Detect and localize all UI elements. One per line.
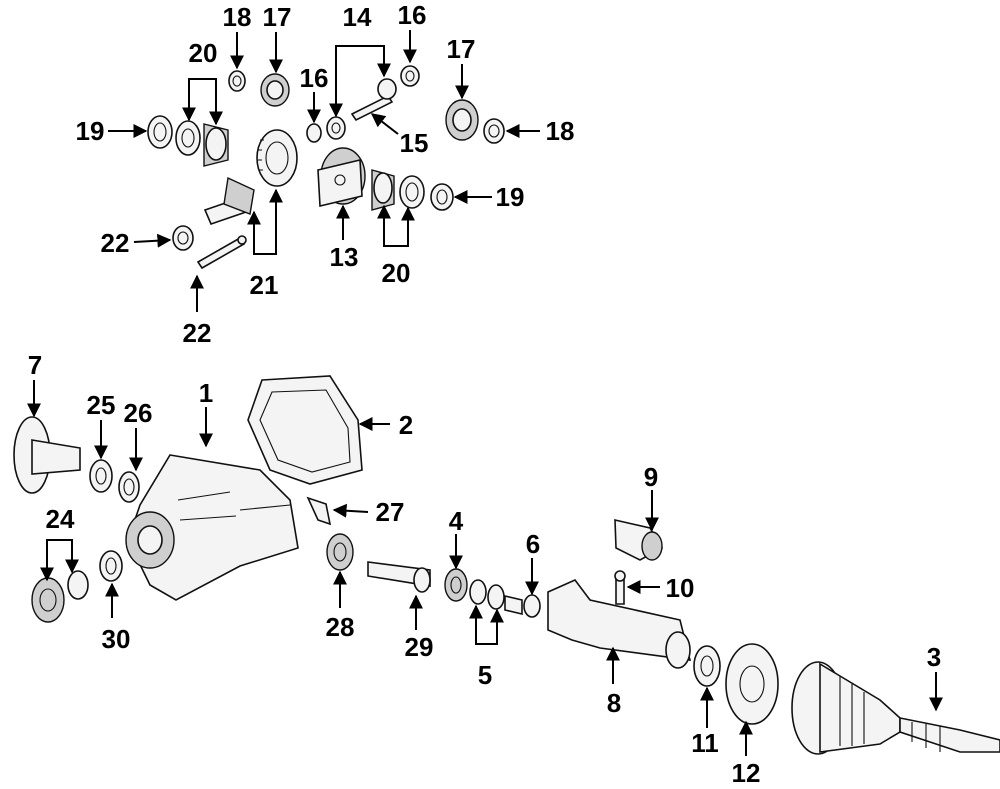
part-bearing-cone-20-left xyxy=(203,123,229,167)
part-bearing-cone-20-right xyxy=(371,169,395,211)
callout-21: 21 xyxy=(250,270,279,300)
callout-24: 24 xyxy=(46,504,75,534)
callout-11: 11 xyxy=(691,728,719,758)
part-seal-26 xyxy=(118,471,140,503)
part-bearing-cup-19-right xyxy=(430,183,454,211)
callout-23: 22 xyxy=(101,228,130,258)
part-bearing-30 xyxy=(99,550,123,582)
part-shim-18-top xyxy=(228,70,246,92)
part-housing-1 xyxy=(125,454,299,601)
part-sensor-10 xyxy=(614,570,626,605)
part-seal-25 xyxy=(89,459,113,493)
callout-19-left: 19 xyxy=(76,116,105,146)
callout-12: 12 xyxy=(732,758,761,788)
part-flange-12 xyxy=(725,643,779,725)
part-bearing-cup-20-left xyxy=(175,120,201,156)
callout-26: 26 xyxy=(124,398,153,428)
part-bearing-24-cone xyxy=(31,577,65,623)
callout-19-right: 19 xyxy=(496,182,525,212)
callout-20-left: 20 xyxy=(189,38,218,68)
callout-6: 6 xyxy=(526,529,540,559)
part-bearing-24-cup xyxy=(67,570,89,600)
callout-1: 1 xyxy=(199,378,213,408)
part-washer-14-top xyxy=(377,78,397,100)
callout-18-top: 18 xyxy=(223,2,252,32)
part-seal-23 xyxy=(172,225,194,251)
part-axle-shaft-3 xyxy=(791,661,1000,755)
part-actuator-9 xyxy=(614,518,664,561)
callout-3: 3 xyxy=(927,642,941,672)
part-side-gear-17-right xyxy=(445,99,479,141)
callout-16-top: 16 xyxy=(398,0,427,30)
callout-13: 13 xyxy=(330,242,359,272)
callout-17-top: 17 xyxy=(263,2,292,32)
part-ring-gear-21 xyxy=(256,129,298,187)
callout-30: 30 xyxy=(102,624,131,654)
part-drive-pinion-21 xyxy=(203,176,255,225)
callout-2: 2 xyxy=(399,410,413,440)
callout-10: 10 xyxy=(666,573,695,603)
callout-labels: 18 17 14 16 20 17 16 19 18 15 19 22 13 2… xyxy=(28,0,941,788)
part-pinion-shaft-22 xyxy=(196,235,247,270)
callout-29: 29 xyxy=(405,632,434,662)
part-washer-16-middle xyxy=(306,123,322,143)
callout-5: 5 xyxy=(478,660,492,690)
part-intermediate-shaft-29 xyxy=(367,561,431,593)
callout-17-right: 17 xyxy=(447,34,476,64)
callout-25: 25 xyxy=(87,390,116,420)
part-bearing-cup-20-right xyxy=(399,175,425,209)
part-shim-18-right xyxy=(483,118,505,144)
part-side-gear-17-top xyxy=(260,73,290,107)
part-seal-11 xyxy=(693,645,721,687)
part-bracket-27 xyxy=(306,496,332,526)
part-bearing-4 xyxy=(444,568,468,602)
part-bearing-28 xyxy=(326,533,354,571)
part-case-13 xyxy=(317,147,366,207)
callout-9: 9 xyxy=(644,462,658,492)
part-collar-6 xyxy=(504,594,541,618)
part-cover-2 xyxy=(247,375,363,485)
part-washer-16-top xyxy=(400,65,420,87)
part-flange-shaft-7 xyxy=(13,416,81,494)
callout-27: 27 xyxy=(376,497,405,527)
callout-4: 4 xyxy=(449,506,464,536)
callout-14: 14 xyxy=(343,2,372,32)
part-tube-8 xyxy=(547,579,692,669)
callout-20-right: 20 xyxy=(382,258,411,288)
callout-16-middle: 16 xyxy=(300,63,329,93)
callout-22: 22 xyxy=(183,318,212,348)
callout-8: 8 xyxy=(607,688,621,718)
part-seal-5 xyxy=(469,579,505,610)
callout-28: 28 xyxy=(326,612,355,642)
callout-15: 15 xyxy=(400,128,429,158)
leader-lines xyxy=(27,30,943,756)
part-cross-shaft-15 xyxy=(350,94,394,122)
callout-7: 7 xyxy=(28,350,42,380)
part-washer-14-middle xyxy=(326,116,346,140)
callout-18-right: 18 xyxy=(546,116,575,146)
part-bearing-cup-19-left xyxy=(147,115,173,149)
